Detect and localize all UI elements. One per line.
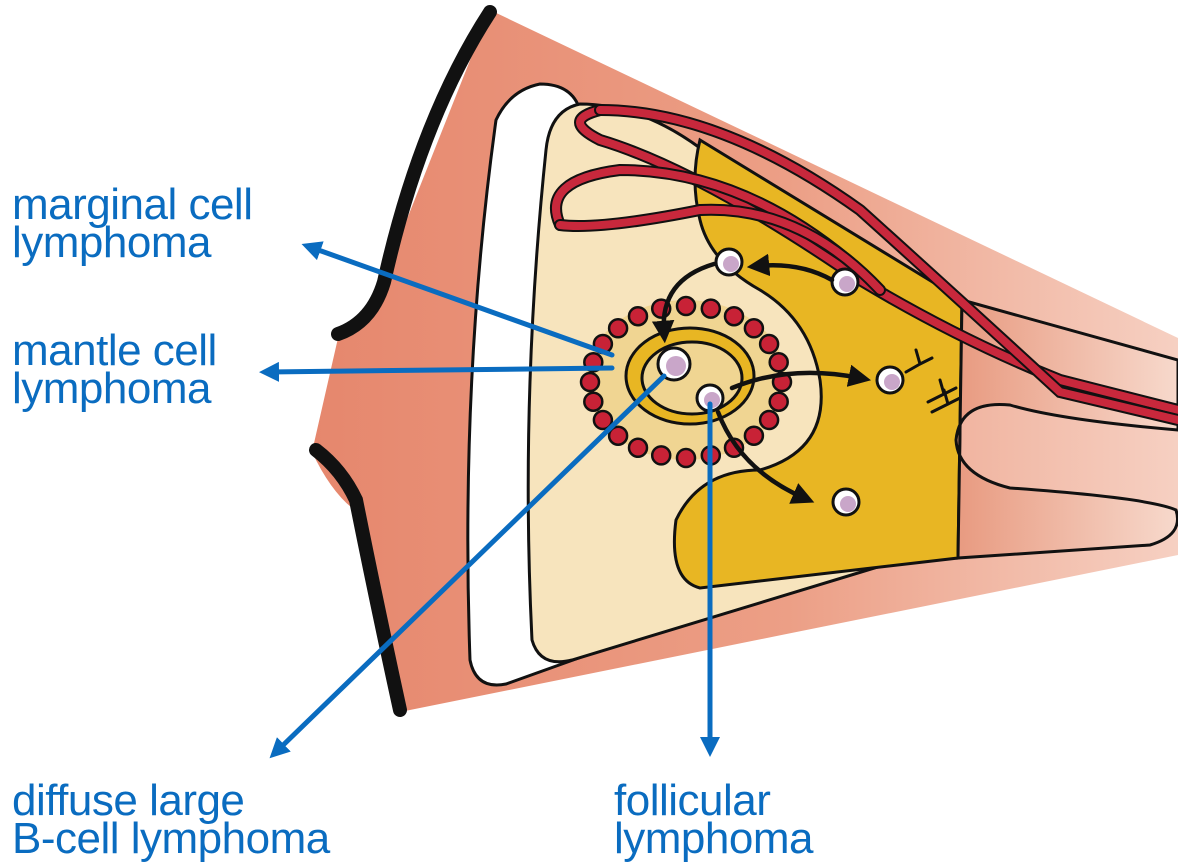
label-line: lymphoma: [12, 370, 217, 408]
mantle-cell: [770, 393, 788, 411]
mantle-cell: [770, 353, 788, 371]
follicular-lymphoma-label: follicular lymphoma: [614, 782, 813, 858]
b-cell: [833, 489, 859, 515]
marginal-cell-lymphoma-label: marginal cell lymphoma: [12, 186, 252, 262]
mantle-cell: [629, 439, 647, 457]
diffuse-large-b-cell-lymphoma-label: diffuse large B-cell lymphoma: [12, 782, 330, 858]
germinal-center: [642, 342, 742, 414]
mantle-cell: [745, 319, 763, 337]
mantle-cell-lymphoma-label: mantle cell lymphoma: [12, 332, 217, 408]
b-cell: [716, 249, 742, 275]
label-line: lymphoma: [12, 224, 252, 262]
mantle-cell: [581, 373, 599, 391]
mantle-cell: [702, 300, 720, 318]
mantle-cell: [677, 449, 695, 467]
label-line: lymphoma: [614, 820, 813, 858]
mantle-cell: [652, 446, 670, 464]
mantle-cell: [584, 393, 602, 411]
mantle-cell: [745, 427, 763, 445]
mantle-cell: [629, 307, 647, 325]
label-line: B-cell lymphoma: [12, 820, 330, 858]
b-cell: [832, 269, 858, 295]
mantle-cell: [760, 411, 778, 429]
mantle-cell: [760, 335, 778, 353]
b-cell: [877, 367, 903, 393]
mantle-cell: [725, 307, 743, 325]
mantle-cell: [609, 319, 627, 337]
follicle: [581, 297, 791, 467]
mantle-cell: [677, 297, 695, 315]
